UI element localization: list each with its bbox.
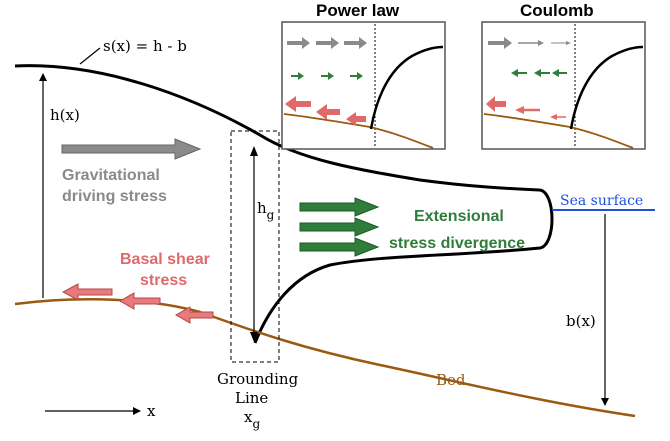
inset-coulomb-title: Coulomb	[520, 1, 594, 20]
hg-label: hg	[257, 199, 275, 222]
grounding-line-label-2: Line	[235, 389, 268, 407]
grounding-line-position-label: xg	[244, 408, 260, 431]
bed-line	[14, 298, 636, 418]
surface-pointer-line	[79, 47, 101, 65]
sea-surface-label: Sea surface	[560, 193, 643, 209]
basal-stress-label-2: stress	[140, 272, 187, 289]
grav-stress-arrow	[61, 138, 202, 160]
inset-power-law: Power law	[281, 1, 446, 150]
bed-label: Bed	[436, 371, 466, 389]
extension-arrow-3	[299, 237, 380, 257]
basal-stress-arrow-2	[118, 292, 161, 310]
grav-stress-label-2: driving stress	[62, 188, 167, 205]
grounding-line-label-1: Grounding	[217, 370, 299, 388]
inset-coulomb: Coulomb	[481, 1, 646, 150]
extension-arrow-2	[299, 217, 380, 237]
x-axis-label: x	[147, 402, 156, 420]
surface-equation-label: s(x) = h - b	[103, 37, 187, 55]
basal-stress-arrow-1	[61, 283, 113, 301]
basal-stress-label-1: Basal shear	[120, 251, 210, 268]
extension-arrow-1	[299, 197, 380, 217]
ice-upper-surface	[14, 64, 541, 192]
grounding-zone-box	[230, 130, 280, 363]
inset-power-law-title: Power law	[316, 1, 400, 20]
grav-stress-label-1: Gravitational	[62, 167, 160, 184]
thickness-label: h(x)	[50, 106, 80, 124]
bed-elevation-label: b(x)	[566, 312, 596, 330]
ice-shelf-front	[253, 188, 554, 344]
basal-stress-arrow-3	[174, 306, 214, 324]
extension-label-2: stress divergence	[389, 235, 525, 252]
extension-label-1: Extensional	[414, 208, 504, 225]
